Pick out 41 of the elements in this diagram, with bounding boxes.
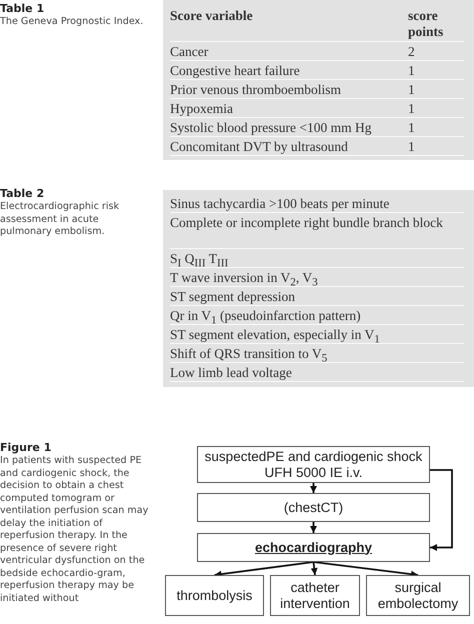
arrow: [214, 561, 314, 578]
table-cell: 1: [408, 137, 464, 156]
table-cell: Score variable: [170, 6, 408, 42]
table-cell: Qr in V$_{1}$ (pseudoinfarction pattern): [170, 306, 464, 325]
process-box: thrombolysis: [165, 575, 264, 616]
table-cell: Low limb lead voltage: [170, 363, 464, 382]
table-cell: T wave inversion in V$_{2}$, V$_{3}$: [170, 268, 464, 287]
table-cell: 2: [408, 42, 464, 61]
process-box: suspectedPE and cardiogenic shock UFH 5000 IE i.v.: [197, 446, 430, 483]
table-cell: Congestive heart failure: [170, 61, 408, 80]
table-cell: ST segment elevation, especially in V$_{1}$: [170, 325, 464, 344]
table-cell: Prior venous thromboembolism: [170, 80, 408, 99]
arrow: [310, 483, 317, 493]
table-cell: 1: [408, 61, 464, 80]
table-cell: 1: [408, 80, 464, 99]
table-cell: ST segment depression: [170, 287, 464, 306]
caption-title: Figure 1: [0, 441, 52, 454]
caption-text: Electrocardiographic risk assessment in acute pulmonary embolism.: [0, 201, 120, 238]
table-cell: Complete or incomplete right bundle branch block: [170, 213, 464, 249]
table-cell: Sinus tachycardia >100 beats per minute: [170, 194, 464, 213]
process-box: catheter intervention: [270, 575, 360, 616]
process-box: (chestCT): [197, 493, 430, 522]
table-cell: Concomitant DVT by ultrasound: [170, 137, 408, 156]
table-cell: Systolic blood pressure <100 mm Hg: [170, 118, 408, 137]
process-box: surgical embolectomy: [366, 575, 470, 616]
caption-title: Table 1: [0, 2, 46, 15]
process-box: echocardiography: [197, 533, 430, 562]
table-cell: score points: [408, 6, 464, 42]
table-cell: S$_{I}$ Q$_{III}$ T$_{III}$: [170, 249, 464, 268]
arrow: [310, 562, 318, 576]
table-cell: Hypoxemia: [170, 99, 408, 118]
caption-text: The Geneva Prognostic Index.: [0, 16, 144, 28]
caption-title: Table 2: [0, 187, 46, 200]
table-cell: Cancer: [170, 42, 408, 61]
table-cell: 1: [408, 99, 464, 118]
table-cell: Shift of QRS transition to V$_{5}$: [170, 344, 464, 363]
table-cell: 1: [408, 118, 464, 137]
arrow: [430, 469, 453, 551]
caption-text: In patients with suspected PE and cardiogenic shock, the decision to obtain a chest computed tomogram or ventilation perfusion scan may delay the initiation of reperfusion therapy. In the presence of severe right ventricular dysfunction on the bedside echocardio-gram, reperfusion therapy may be initiated without: [0, 455, 150, 605]
arrow: [310, 522, 317, 533]
arrow: [313, 561, 418, 578]
